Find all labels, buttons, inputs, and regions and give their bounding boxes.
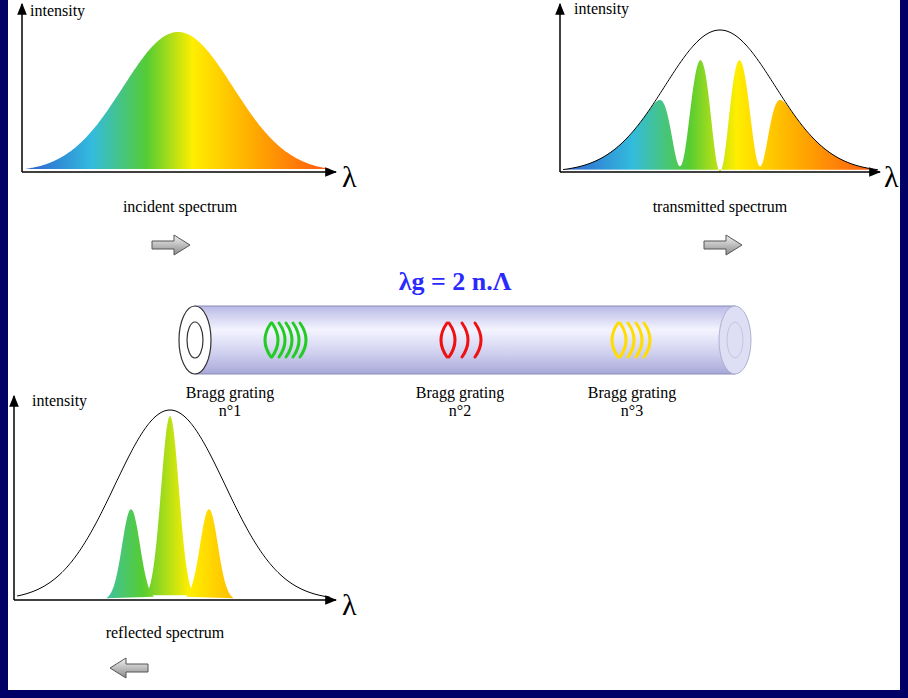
transmitted-spectrum (563, 60, 878, 172)
grating-label: Bragg grating n°1 (175, 384, 285, 419)
envelope (563, 30, 878, 170)
intensity-label: intensity (32, 392, 87, 410)
axis-label: λ (342, 588, 357, 621)
canvas (8, 0, 900, 690)
grating-label: Bragg grating n°2 (405, 384, 515, 419)
grating-label: Bragg grating n°3 (577, 384, 687, 419)
spectrum-caption: incident spectrum (123, 198, 237, 216)
reflected-peak (106, 509, 154, 598)
spectrum-caption: reflected spectrum (106, 624, 225, 642)
incident-spectrum (25, 32, 330, 169)
reflected-peak (186, 509, 234, 598)
axis-label: λ (884, 160, 899, 193)
axis-label: λ (342, 160, 357, 193)
optical-fiber (179, 306, 751, 374)
spectrum-caption: transmitted spectrum (653, 198, 788, 216)
intensity-label: intensity (574, 0, 629, 18)
axes (14, 4, 880, 600)
intensity-label: intensity (30, 2, 85, 20)
bragg-formula: λg = 2 n.Λ (399, 268, 512, 297)
direction-arrow (110, 235, 742, 678)
reflected-peak (146, 416, 194, 595)
bragg-grating (265, 323, 650, 357)
envelope (17, 410, 330, 597)
